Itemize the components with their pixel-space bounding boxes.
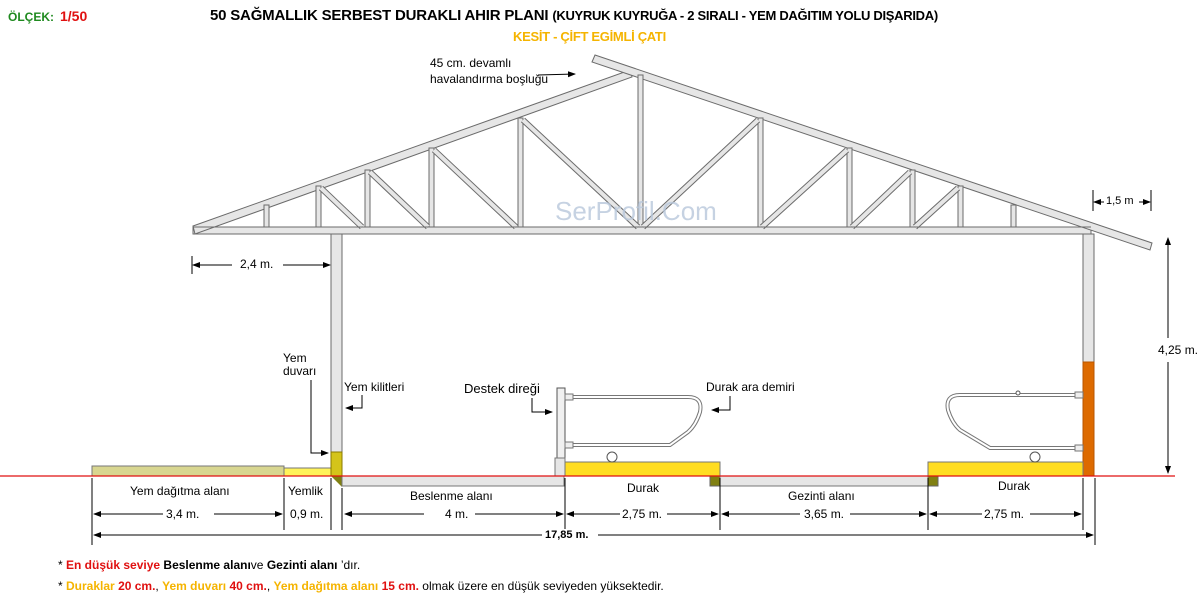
page-subtitle: KESİT - ÇİFT EGİMLİ ÇATI bbox=[513, 29, 666, 44]
zone-width-walking-alley: 3,65 m. bbox=[802, 507, 847, 521]
zone-width-feeder: 0,9 m. bbox=[288, 507, 326, 521]
eave-right-dimension: 1,5 m bbox=[1104, 195, 1136, 207]
zone-name-walking-alley: Gezinti alanı bbox=[788, 489, 855, 503]
stall-divider-right bbox=[945, 393, 1083, 450]
support-post-label: Destek direği bbox=[464, 381, 540, 396]
ventilation-label-line1: 45 cm. devamlı bbox=[430, 56, 512, 70]
eave-left-dimension: 2,4 m. bbox=[238, 257, 276, 271]
zone-width-stall-left: 2,75 m. bbox=[620, 507, 665, 521]
title-suffix: (KUYRUK KUYRUĞA - 2 SIRALI - YEM DAĞITIM… bbox=[552, 8, 938, 23]
feeding-alley-floor bbox=[341, 475, 565, 487]
curb-left bbox=[709, 475, 721, 487]
watermark: SerProfil.Com bbox=[555, 196, 717, 226]
vent-leader-arrow bbox=[537, 71, 576, 78]
truss-right-rafter bbox=[591, 54, 1153, 251]
neck-rail-right bbox=[1029, 451, 1041, 463]
stall-bed-left bbox=[564, 461, 721, 477]
truss-bottom-chord bbox=[192, 226, 1092, 235]
feed-wall-leader bbox=[310, 380, 329, 456]
walking-alley-floor bbox=[719, 475, 929, 487]
ventilation-label-line2: havalandırma boşluğu bbox=[430, 72, 549, 86]
total-width-dimension: 17,85 m. bbox=[543, 529, 591, 541]
zone-width-feed-distribution: 3,4 m. bbox=[164, 507, 202, 521]
feed-wall-footing bbox=[331, 476, 342, 487]
dimension-ticks bbox=[91, 478, 1096, 545]
stall-bed-right bbox=[927, 461, 1084, 477]
roof-truss bbox=[192, 54, 1153, 251]
dimension-arrows bbox=[93, 511, 1094, 538]
truss-left-rafter bbox=[192, 69, 633, 235]
truss-diagonals-fill bbox=[319, 118, 960, 229]
right-column-outer-wall bbox=[1082, 361, 1095, 477]
note-lowest-level: * En düşük seviye Beslenme alanıve Gezin… bbox=[58, 558, 361, 572]
stall-divider-label: Durak ara demiri bbox=[706, 380, 795, 394]
wall-height-dimension: 4,25 m. bbox=[1156, 343, 1200, 357]
curb-right bbox=[927, 475, 939, 487]
title-main: 50 SAĞMALLIK SERBEST DURAKLI AHIR PLANI bbox=[210, 7, 549, 24]
feed-locks-leader bbox=[345, 395, 363, 411]
left-column bbox=[330, 233, 343, 455]
page-title: 50 SAĞMALLIK SERBEST DURAKLI AHIR PLANI(… bbox=[210, 7, 938, 24]
zone-width-stall-right: 2,75 m. bbox=[982, 507, 1027, 521]
right-column bbox=[1082, 233, 1095, 363]
feed-wall bbox=[330, 451, 343, 477]
zone-name-stall-right: Durak bbox=[998, 479, 1031, 493]
feed-distribution-floor bbox=[91, 465, 285, 477]
scale-indicator: ÖLÇEK: 1/50 bbox=[8, 8, 87, 24]
scale-label: ÖLÇEK: bbox=[8, 10, 54, 24]
zone-name-feeding-alley: Beslenme alanı bbox=[410, 489, 493, 503]
feed-wall-label-line2: duvarı bbox=[283, 364, 317, 378]
note-elevations: * Duraklar 20 cm., Yem duvarı 40 cm., Ye… bbox=[58, 579, 664, 593]
stall-divider-leader bbox=[711, 396, 731, 413]
scale-value: 1/50 bbox=[60, 8, 88, 24]
feed-locks-label: Yem kilitleri bbox=[344, 380, 405, 394]
zone-name-feed-distribution: Yem dağıtma alanı bbox=[130, 484, 230, 498]
support-post-leader bbox=[531, 398, 553, 415]
feed-wall-label-line1: Yem bbox=[283, 351, 307, 365]
neck-rail-left bbox=[606, 451, 618, 463]
feeder-trough bbox=[283, 467, 332, 477]
zone-width-feeding-alley: 4 m. bbox=[443, 507, 471, 521]
zone-name-stall-left: Durak bbox=[627, 481, 660, 495]
zone-name-feeder: Yemlik bbox=[288, 484, 323, 498]
